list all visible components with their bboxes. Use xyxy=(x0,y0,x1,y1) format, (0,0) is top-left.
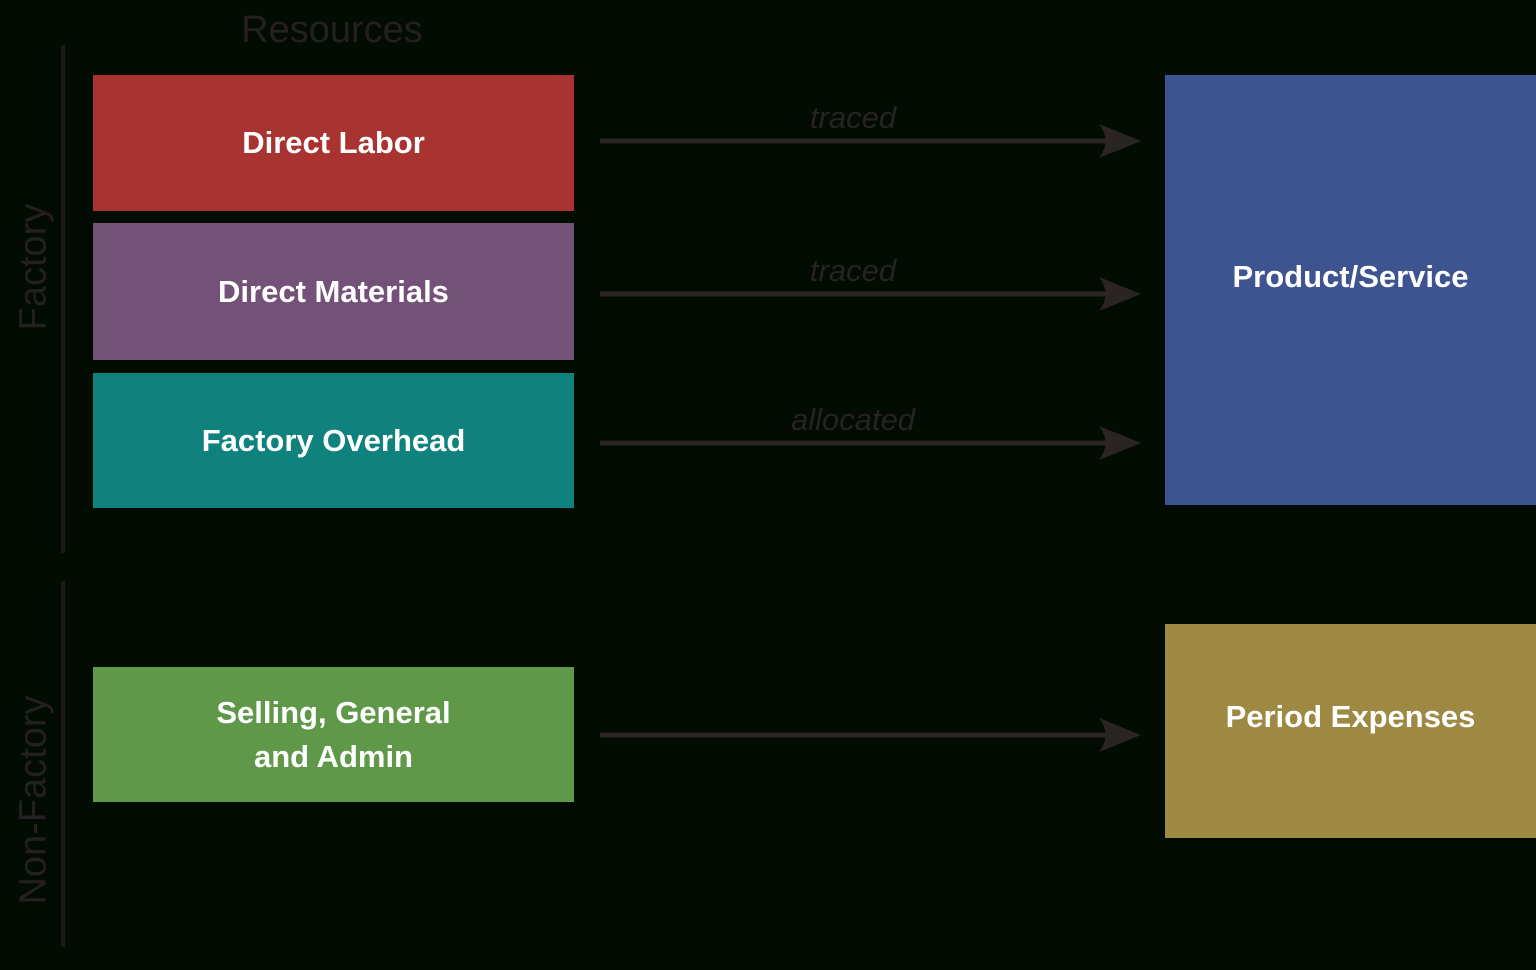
direct-materials-label: Direct Materials xyxy=(218,273,449,309)
traced-label-direct-labor: traced xyxy=(809,100,897,135)
arrow-factory-overhead-to-product-service xyxy=(600,426,1141,460)
direct-materials-box: Direct Materials xyxy=(93,223,574,360)
factory-group-label: Factory xyxy=(12,203,55,331)
non-factory-group-label: Non-Factory xyxy=(12,695,55,905)
period-expenses-box: Period Expenses xyxy=(1165,624,1536,838)
product-service-label: Product/Service xyxy=(1232,259,1469,295)
selling-general-admin-label-line1: Selling, General xyxy=(216,695,451,731)
period-expenses-label: Period Expenses xyxy=(1225,699,1476,735)
selling-general-admin-box: Selling, General and Admin xyxy=(93,667,574,802)
factory-overhead-label: Factory Overhead xyxy=(201,422,466,458)
arrow-direct-labor-to-product-service xyxy=(600,124,1141,158)
product-service-box: Product/Service xyxy=(1165,75,1536,505)
allocated-label-factory-overhead: allocated xyxy=(790,402,916,437)
arrow-sga-to-period-expenses xyxy=(600,718,1141,752)
factory-bracket-line xyxy=(61,45,65,553)
direct-labor-box: Direct Labor xyxy=(93,75,574,211)
resources-title: Resources xyxy=(241,9,423,51)
selling-general-admin-label-line2: and Admin xyxy=(253,738,413,774)
non-factory-bracket-line xyxy=(61,581,65,947)
traced-label-direct-materials: traced xyxy=(809,253,897,288)
arrow-direct-materials-to-product-service xyxy=(600,277,1141,311)
direct-labor-label: Direct Labor xyxy=(242,125,425,161)
factory-overhead-box: Factory Overhead xyxy=(93,373,574,508)
